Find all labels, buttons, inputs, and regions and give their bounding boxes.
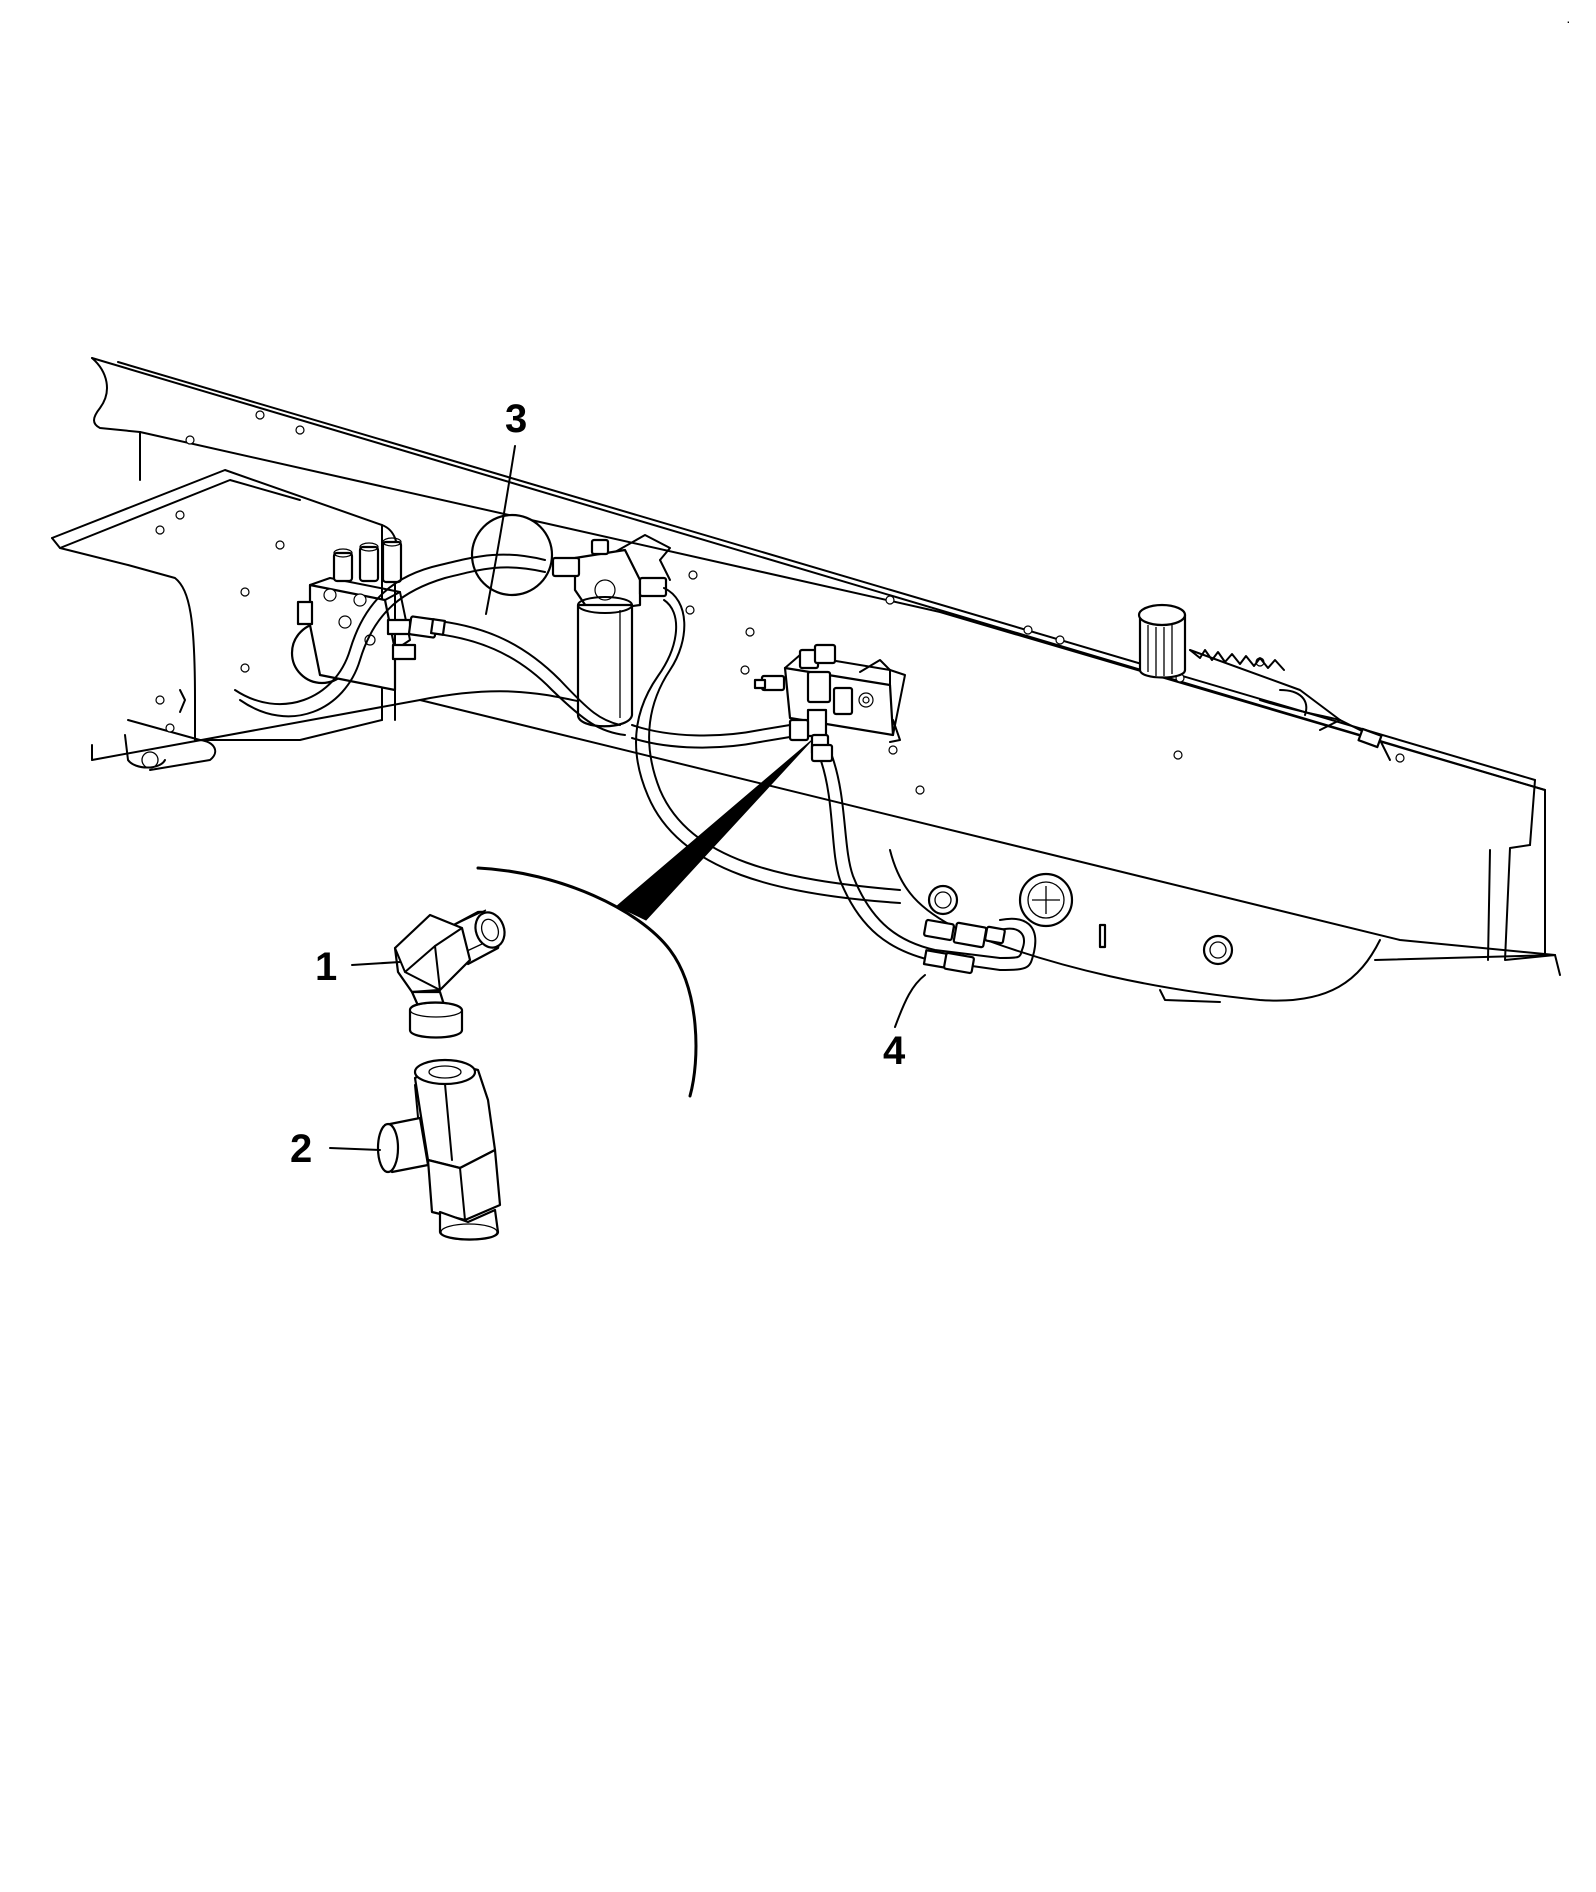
callout-3: 3 <box>505 397 527 441</box>
callout-2: 2 <box>290 1127 312 1171</box>
magnifier-wedge <box>616 739 813 921</box>
fill-cap-assembly <box>1137 603 1391 761</box>
filter-assembly <box>551 534 671 728</box>
center-valve-block <box>753 643 906 763</box>
valve-assembly-left <box>290 513 554 692</box>
corner-mark: · <box>1566 13 1571 29</box>
hoses <box>234 553 1037 975</box>
callout-4: 4 <box>883 1029 906 1073</box>
tee-fitting <box>376 1058 502 1241</box>
detail-circle <box>476 739 813 1098</box>
callout-leaders <box>329 445 926 1151</box>
reservoir-ports <box>923 872 1234 966</box>
frame-rail <box>91 357 1561 1003</box>
elbow-fitting <box>393 909 506 1039</box>
callout-1: 1 <box>315 945 337 989</box>
